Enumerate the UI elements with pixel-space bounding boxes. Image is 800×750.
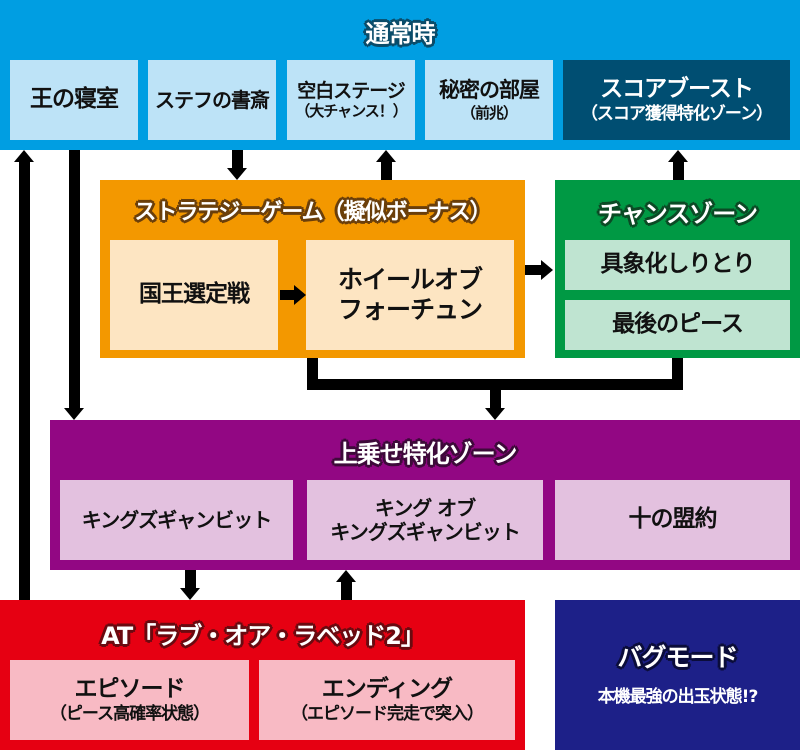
- connector-at-to-uwanose: [341, 582, 352, 600]
- arrow-up-icon: [336, 570, 356, 582]
- bug-mode-subtitle: 本機最強の出玉状態!?: [597, 687, 759, 707]
- stage-label: ステフの書斎: [155, 88, 270, 112]
- item-label-line2: フォーチュン: [337, 295, 483, 324]
- strategy-game-section: ストラテジーゲーム（擬似ボーナス） 国王選定戦 ホイールオブ フォーチュン: [100, 180, 525, 358]
- item-label-line2: キングズギャンビット: [330, 520, 520, 544]
- item-label: エピソード: [74, 676, 186, 702]
- wheel-of-fortune: ホイールオブ フォーチュン: [306, 240, 514, 350]
- connector-normal-to-uwanose: [69, 150, 80, 408]
- bug-mode-title: バグモード: [617, 643, 738, 672]
- connector-chance-to-score-boost: [673, 162, 684, 180]
- arrow-right-icon: [541, 260, 553, 280]
- connector-at-to-normal: [19, 160, 30, 600]
- connector-strategy-down: [307, 358, 318, 390]
- item-label: 具象化しりとり: [600, 251, 756, 278]
- stage-sublabel: （大チャンス！）: [295, 102, 408, 121]
- ten-covenants: 十の盟約: [555, 480, 790, 560]
- chance-zone-section: チャンスゾーン 具象化しりとり 最後のピース: [555, 180, 800, 358]
- stage-sublabel: （前兆）: [460, 103, 518, 122]
- item-label-line1: ホイールオブ: [337, 265, 483, 294]
- stage-score-boost: スコアブースト （スコア獲得特化ゾーン）: [563, 60, 790, 140]
- connector-king-to-wheel: [280, 290, 294, 300]
- stage-label: 空白ステージ: [297, 79, 406, 102]
- item-label-line1: キング オブ: [374, 496, 476, 520]
- arrow-right-icon: [294, 285, 306, 305]
- materialize-shiritori: 具象化しりとり: [565, 240, 790, 290]
- stage-sublabel: （スコア獲得特化ゾーン）: [580, 103, 773, 124]
- king-of-kings-gambit: キング オブ キングズギャンビット: [307, 480, 543, 560]
- connector-merge-down: [490, 390, 501, 408]
- item-sublabel: （エピソード完走で突入）: [291, 703, 484, 724]
- arrow-down-icon: [227, 168, 247, 180]
- stage-steph-study: ステフの書斎: [148, 60, 276, 140]
- item-label: キングズギャンビット: [81, 508, 272, 532]
- arrow-up-icon: [376, 150, 396, 162]
- stage-label: 秘密の部屋: [439, 78, 540, 103]
- normal-state-section: 通常時 王の寝室 ステフの書斎 空白ステージ （大チャンス！） 秘密の部屋 （前…: [0, 0, 800, 150]
- arrow-down-icon: [64, 408, 84, 420]
- item-label: エンディング: [321, 676, 453, 702]
- at-title: AT「ラブ・オア・ラベッド2」: [101, 622, 425, 650]
- stock-boost-zone-title: 上乗せ特化ゾーン: [333, 440, 518, 468]
- connector-strategy-to-blank-stage: [381, 162, 392, 180]
- connector-strategy-to-chance: [525, 265, 541, 275]
- item-label: 最後のピース: [612, 311, 744, 338]
- stage-blank-stage: 空白ステージ （大チャンス！）: [287, 60, 415, 140]
- king-selection-battle: 国王選定戦: [110, 240, 278, 350]
- arrow-down-icon: [485, 408, 505, 420]
- strategy-game-title: ストラテジーゲーム（擬似ボーナス）: [134, 200, 491, 225]
- arrow-up-icon: [14, 150, 34, 162]
- item-sublabel: （ピース高確率状態）: [49, 703, 210, 724]
- connector-merge-horizontal: [307, 379, 683, 390]
- stage-secret-room: 秘密の部屋 （前兆）: [425, 60, 553, 140]
- stock-boost-zone-section: 上乗せ特化ゾーン キングズギャンビット キング オブ キングズギャンビット 十の…: [50, 420, 800, 570]
- stage-label: 王の寝室: [30, 86, 119, 113]
- at-section: AT「ラブ・オア・ラベッド2」 エピソード （ピース高確率状態） エンディング …: [0, 600, 525, 750]
- arrow-down-icon: [180, 588, 200, 600]
- last-piece: 最後のピース: [565, 300, 790, 350]
- connector-uwanose-to-at: [185, 570, 196, 588]
- connector-chance-down: [672, 358, 683, 390]
- kings-gambit: キングズギャンビット: [60, 480, 293, 560]
- arrow-up-icon: [668, 150, 688, 162]
- bug-mode-section: バグモード 本機最強の出玉状態!?: [555, 600, 800, 750]
- item-label: 十の盟約: [628, 506, 718, 533]
- stage-king-bedroom: 王の寝室: [10, 60, 138, 140]
- connector-normal-to-strategy: [232, 150, 243, 168]
- episode: エピソード （ピース高確率状態）: [10, 660, 249, 740]
- ending: エンディング （エピソード完走で突入）: [259, 660, 515, 740]
- chance-zone-title: チャンスゾーン: [597, 200, 758, 228]
- stage-label: スコアブースト: [600, 76, 754, 102]
- item-label: 国王選定戦: [139, 281, 250, 308]
- normal-state-title: 通常時: [365, 20, 436, 48]
